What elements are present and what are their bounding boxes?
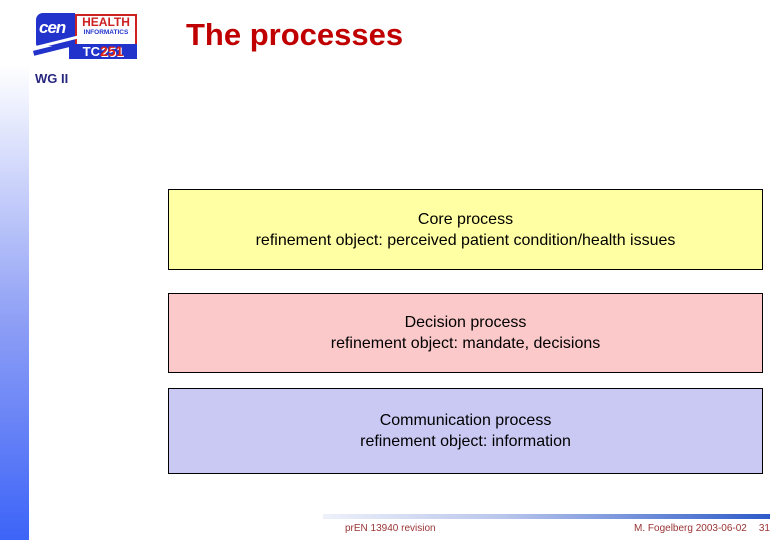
process-box-decision: Decision process refinement object: mand… <box>168 293 763 373</box>
footer-author-page: M. Fogelberg 2003-06-02 31 <box>634 523 770 534</box>
footer-gradient-bar <box>323 514 770 519</box>
communication-process-title: Communication process <box>379 412 552 429</box>
logo-health-label: HEALTH <box>82 15 130 29</box>
wg-label: WG II <box>35 71 69 86</box>
logo-tc-label: TC <box>82 44 100 59</box>
decision-process-title: Decision process <box>404 314 527 331</box>
logo-informatics-label: INFORMATICS <box>83 29 129 36</box>
decision-process-subtitle: refinement object: mandate, decisions <box>330 335 601 352</box>
core-process-subtitle: refinement object: perceived patient con… <box>255 231 676 249</box>
logo-tc251-strip: TC251 <box>69 44 137 59</box>
health-informatics-box: HEALTH INFORMATICS <box>75 14 137 46</box>
process-box-communication: Communication process refinement object:… <box>168 388 763 474</box>
core-process-title: Core process <box>417 210 514 228</box>
cen-tc251-logo: cen HEALTH INFORMATICS TC251 <box>32 13 137 59</box>
cen-logo-text: cen <box>39 18 66 37</box>
footer-author-date: M. Fogelberg 2003-06-02 <box>634 523 747 534</box>
communication-process-subtitle: refinement object: information <box>360 433 571 450</box>
footer-document-label: prEN 13940 revision <box>345 523 436 534</box>
footer-page-number: 31 <box>758 523 770 534</box>
left-gradient-bar <box>0 0 29 540</box>
logo-251-label: 251 <box>99 43 124 59</box>
process-box-core: Core process refinement object: perceive… <box>168 189 763 270</box>
slide-title: The processes <box>186 17 404 52</box>
